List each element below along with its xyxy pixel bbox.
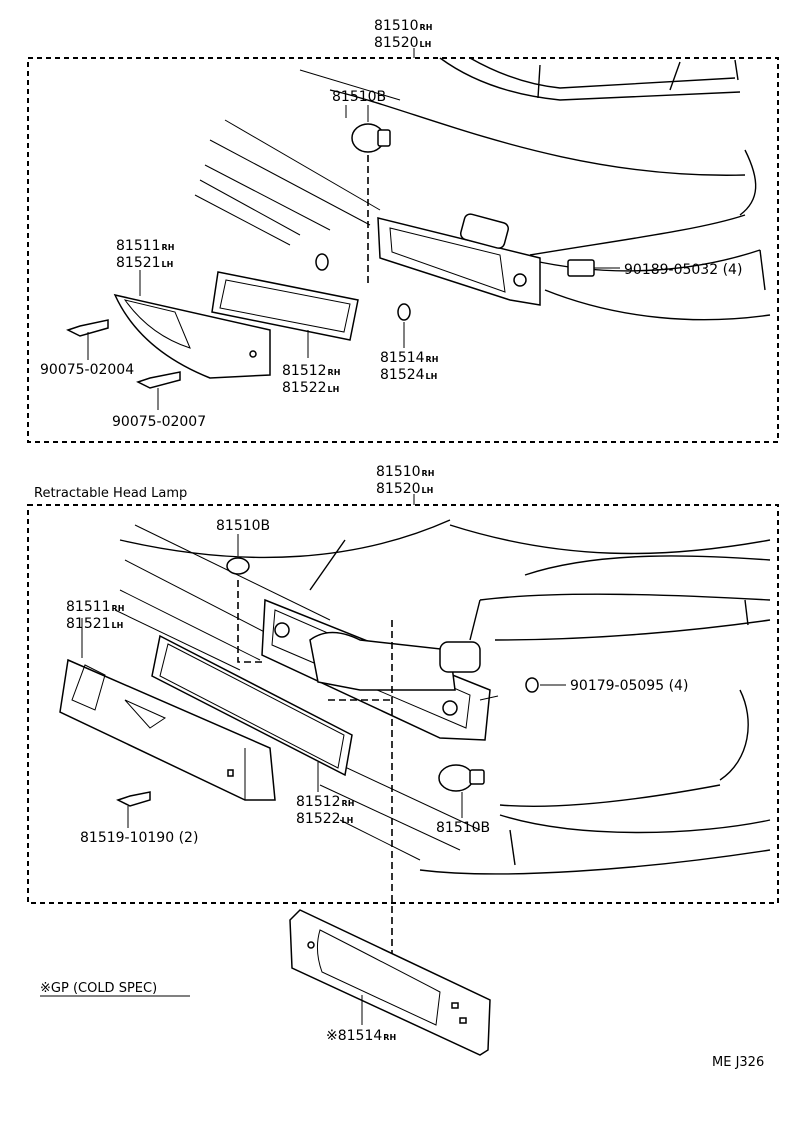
upper-nut-bottom-label: 81524LH — [380, 367, 437, 383]
lower-gasket — [151, 634, 353, 792]
spec-part-81514 — [289, 909, 491, 1056]
upper-gasket-top-label: 81512RH — [282, 363, 340, 379]
upper-lens — [113, 270, 271, 379]
upper-lens-top-label: 81511RH — [116, 238, 174, 254]
lower-lens-top-label: 81511RH — [66, 599, 124, 615]
upper-assembly-top-label: 81510RH — [374, 18, 432, 34]
spec-part-label: ※81514RH — [326, 1028, 396, 1044]
lower-screw-81519 — [116, 791, 151, 828]
upper-screw-2 — [136, 371, 181, 410]
upper-screw-2-label: 90075-02007 — [112, 414, 206, 430]
upper-clip-label: 90189-05032 (4) — [624, 262, 742, 278]
lower-gasket-top-label: 81512RH — [296, 794, 354, 810]
lower-assembly-bottom-label: 81520LH — [376, 481, 433, 497]
upper-lens-bottom-label: 81521LH — [116, 255, 173, 271]
figure-code: ME J326 — [712, 1055, 764, 1070]
upper-screw-1 — [66, 319, 109, 360]
spec-note: ※GP (COLD SPEC) — [40, 981, 157, 996]
lower-nut-90179 — [525, 677, 566, 693]
upper-clip-90189 — [567, 259, 620, 277]
lower-lens — [59, 618, 276, 801]
lower-bulb-bottom — [438, 764, 485, 818]
lower-body-outline — [114, 519, 771, 875]
upper-nut-top-label: 81514RH — [380, 350, 438, 366]
lower-lamp-housing — [261, 598, 499, 741]
upper-assembly-bottom-label: 81520LH — [374, 35, 431, 51]
upper-gasket — [211, 271, 359, 358]
upper-nut-81514 — [397, 303, 411, 321]
lower-bulb-top-label: 81510B — [216, 518, 270, 534]
lower-section-title: Retractable Head Lamp — [34, 486, 187, 501]
lower-assembly-top-label: 81510RH — [376, 464, 434, 480]
lower-gasket-bottom-label: 81522LH — [296, 811, 353, 827]
upper-gasket-bottom-label: 81522LH — [282, 380, 339, 396]
upper-screw-1-label: 90075-02004 — [40, 362, 134, 378]
lower-lens-bottom-label: 81521LH — [66, 616, 123, 632]
lower-screw-label: 81519-10190 (2) — [80, 830, 198, 846]
upper-clip-nut — [315, 253, 329, 271]
upper-bulb-81510B — [351, 105, 391, 285]
lower-nut-label: 90179-05095 (4) — [570, 678, 688, 694]
lower-bulb-top — [226, 534, 266, 663]
upper-body-outline — [194, 57, 771, 321]
upper-bulb-label: 81510B — [332, 89, 386, 105]
lower-bulb-bottom-label: 81510B — [436, 820, 490, 836]
lower-section-frame — [27, 504, 779, 904]
upper-lamp-housing — [377, 213, 541, 306]
